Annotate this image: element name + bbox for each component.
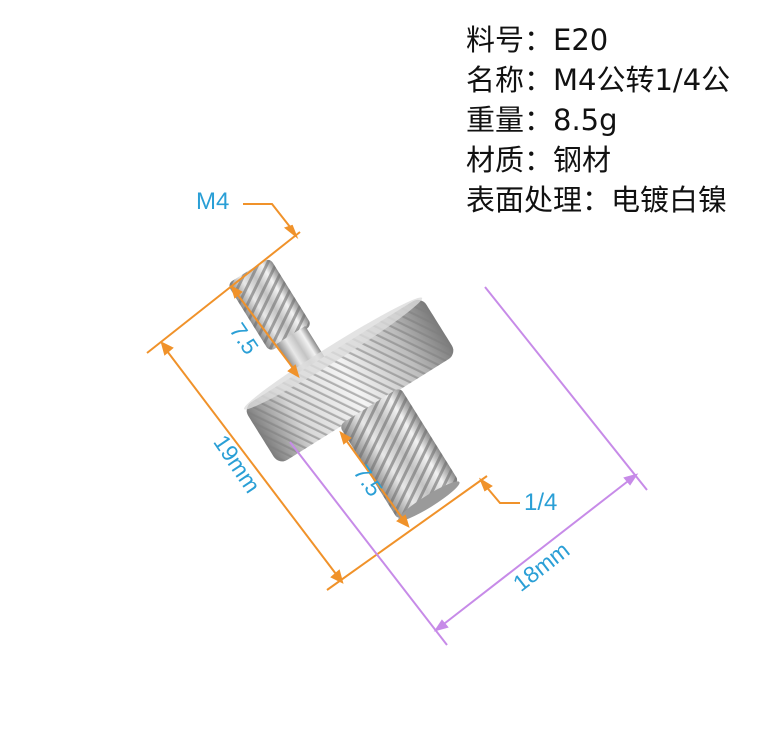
m4-label: M4 [196,188,230,215]
spec-name: 名称：M4公转1/4公 [466,63,731,97]
quarter-inch-label: 1/4 [524,489,558,516]
spec-weight: 重量：8.5g [466,103,618,137]
screw-body [229,259,460,521]
spec-material: 材质：钢材 [466,143,612,177]
spec-finish: 表面处理：电镀白镍 [466,183,728,217]
spec-part-no: 料号：E20 [466,23,609,57]
purple-dimension-lines [289,286,648,646]
orange-dimension-lines [146,203,520,591]
